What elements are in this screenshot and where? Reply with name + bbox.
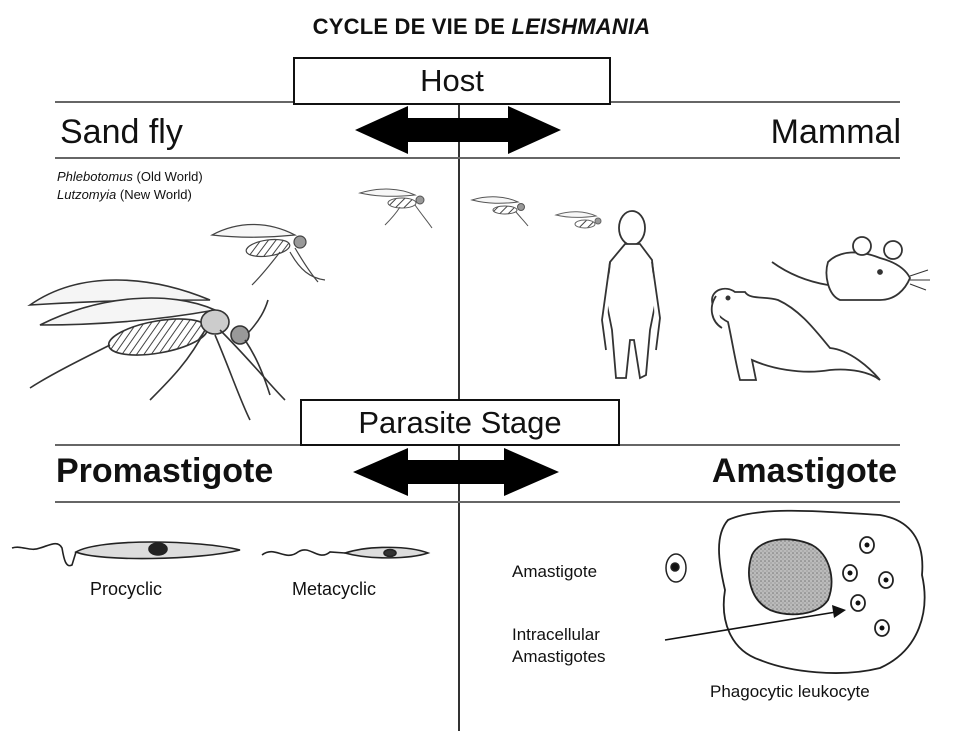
sandfly-icon [472, 197, 528, 226]
human-icon [602, 211, 660, 378]
procyclic-promastigote-icon [12, 542, 240, 566]
double-arrow-icon [355, 106, 561, 154]
mouse-icon [772, 237, 930, 300]
leukocyte-icon [719, 511, 925, 673]
dog-icon [712, 289, 880, 380]
amastigote-icon [666, 554, 686, 582]
sandfly-icon [30, 280, 285, 420]
sandfly-icon [360, 189, 432, 228]
sandfly-icon [556, 212, 601, 228]
metacyclic-promastigote-icon [262, 547, 428, 558]
sandfly-icon [212, 224, 325, 285]
double-arrow-icon [353, 448, 559, 496]
